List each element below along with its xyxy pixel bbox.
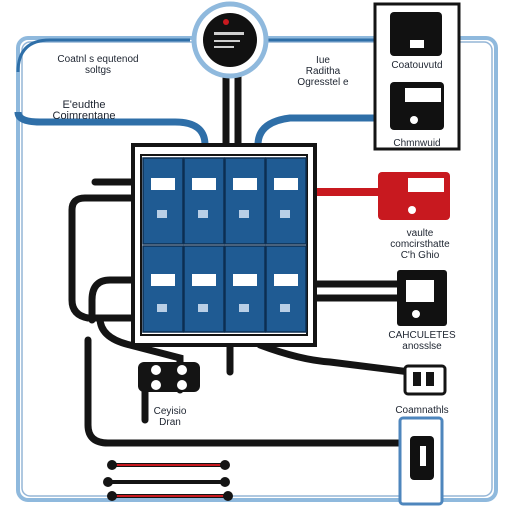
circuit-breaker-icon — [183, 157, 225, 245]
circuit-breaker-icon — [265, 157, 307, 245]
red-cable — [315, 188, 392, 215]
label-bottom-right: Coamnathls — [380, 405, 464, 416]
black-device — [397, 270, 447, 326]
label-top-left: Coatnl s equtenod soltgs — [57, 54, 139, 76]
circular-control-unit-icon — [191, 1, 269, 79]
terminal-connectors — [138, 362, 200, 392]
label-right-middle: vaulte comcirsthatte C'h Ghio — [390, 228, 450, 261]
label-top-center: Iue Raditha Ogresstel e — [297, 55, 349, 88]
circuit-breaker-icon — [224, 245, 266, 333]
circuit-breaker-icon — [142, 157, 184, 245]
label-right-top: Coatouvutd — [380, 60, 454, 71]
circuit-breaker-icon — [265, 245, 307, 333]
controller-unit — [373, 2, 461, 151]
blue-feed-left — [14, 111, 209, 146]
label-bottom-left: Ceyisio Dran — [153, 406, 187, 428]
outlet-icon — [398, 416, 444, 506]
circuit-breaker-icon — [183, 245, 225, 333]
wire-pairs — [103, 460, 233, 501]
connector-block — [403, 364, 447, 396]
breaker-grid — [142, 157, 307, 333]
label-right-upper: Chmnwuid — [393, 138, 441, 149]
label-right-lower: CAHCULETES anosslse — [388, 330, 456, 352]
circuit-breaker-icon — [224, 157, 266, 245]
black-cables — [68, 58, 424, 447]
circuit-breaker-icon — [142, 245, 184, 333]
red-switch-icon — [378, 172, 450, 220]
blue-feed-right — [254, 114, 375, 146]
blue-top-loop — [16, 38, 190, 73]
label-mid-left: E'eudthe Coimrentane — [52, 99, 116, 122]
